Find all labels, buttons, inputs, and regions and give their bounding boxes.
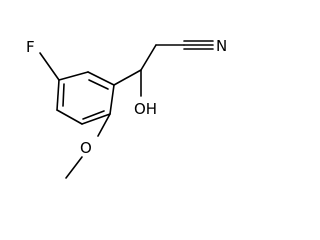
molecule-structure: F O OH N [26, 37, 227, 179]
bond-ring-carbinol [113, 69, 142, 86]
bond-carbinol-methylene [140, 44, 157, 71]
ring-bond-c4-c5 [56, 109, 83, 125]
bond-ring-oxygen [97, 113, 111, 137]
ring-double-bond-inner-3 [62, 83, 65, 107]
atom-label-nitrile-nitrogen: N [216, 37, 227, 55]
ring-double-bond-inner-1 [88, 79, 109, 90]
ring-bond-c6-c1 [58, 71, 89, 81]
bond-ring-fluorine [39, 52, 60, 81]
ring-bond-c3-c4 [81, 113, 111, 125]
atom-label-ether-oxygen: O [80, 139, 92, 157]
ring-double-bond-inner-2 [82, 110, 105, 120]
atom-label-hydroxyl: OH [134, 100, 157, 118]
bond-oxygen-methyl [65, 156, 83, 179]
benzene-ring [56, 71, 115, 125]
nitrile-triple-bond [183, 40, 214, 50]
ring-bond-c5-c6 [56, 79, 60, 111]
atom-label-fluorine: F [26, 38, 35, 56]
ring-bond-c1-c2 [87, 71, 115, 86]
ring-bond-c2-c3 [109, 84, 115, 115]
